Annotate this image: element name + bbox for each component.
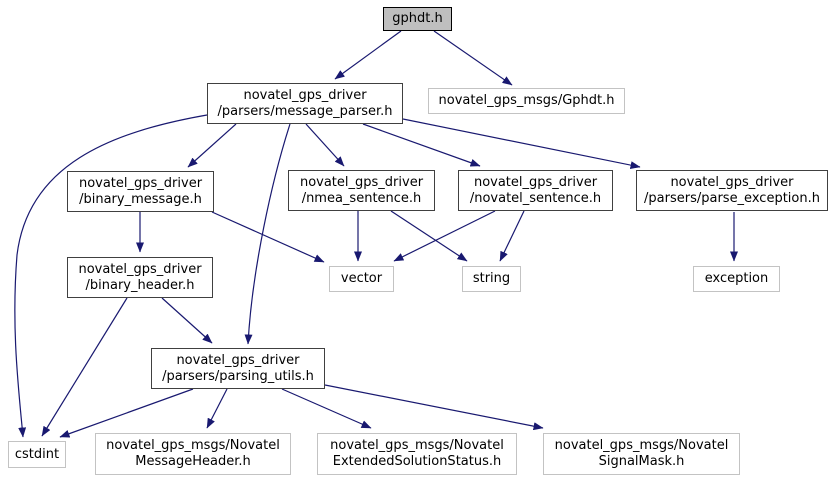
edge-message-parser-to-parsing-utils [244, 123, 291, 345]
node-message-parser[interactable]: novatel_gps_driver /parsers/message_pars… [207, 83, 403, 124]
node-novatel-message-header: novatel_gps_msgs/Novatel MessageHeader.h [95, 433, 291, 475]
node-novatel-extended-solution-status: novatel_gps_msgs/Novatel ExtendedSolutio… [317, 433, 517, 475]
edge-parsing-utils-to-novatel-extended-solution-status [281, 388, 372, 429]
node-cstdint: cstdint [8, 441, 66, 468]
edge-binary-header-to-parsing-utils [161, 297, 213, 344]
edge-message-parser-to-novatel-sentence [362, 123, 481, 167]
edge-binary-message-to-vector [211, 211, 325, 263]
edge-gphdt-to-message-parser [334, 30, 402, 80]
node-nmea-sentence[interactable]: novatel_gps_driver /nmea_sentence.h [288, 170, 435, 211]
node-parsing-utils[interactable]: novatel_gps_driver /parsers/parsing_util… [151, 348, 325, 389]
node-exception: exception [693, 266, 780, 292]
node-gphdt: gphdt.h [383, 7, 452, 31]
edge-message-parser-to-binary-message [187, 123, 237, 168]
edge-message-parser-to-nmea-sentence [305, 123, 345, 167]
edge-parsing-utils-to-cstdint [59, 388, 194, 438]
node-novatel-sentence[interactable]: novatel_gps_driver /novatel_sentence.h [458, 170, 613, 211]
edge-parsing-utils-to-novatel-message-header [206, 388, 228, 429]
edge-gphdt-to-gphdt-msgs [433, 30, 513, 86]
node-binary-message[interactable]: novatel_gps_driver /binary_message.h [67, 171, 214, 212]
edge-novatel-sentence-to-vector [393, 210, 496, 262]
edge-parsing-utils-to-novatel-signal-mask [324, 384, 544, 431]
node-vector: vector [329, 266, 394, 292]
edge-message-parser-to-parse-exception [402, 118, 641, 170]
node-novatel-signal-mask: novatel_gps_msgs/Novatel SignalMask.h [543, 433, 740, 475]
edge-binary-header-to-cstdint [41, 297, 128, 437]
node-string: string [462, 266, 521, 292]
edge-nmea-sentence-to-string [390, 210, 468, 262]
node-gphdt-msgs: novatel_gps_msgs/Gphdt.h [428, 88, 625, 114]
edge-novatel-sentence-to-string [499, 210, 525, 262]
node-binary-header[interactable]: novatel_gps_driver /binary_header.h [67, 257, 213, 298]
node-parse-exception[interactable]: novatel_gps_driver /parsers/parse_except… [636, 170, 828, 211]
edge-message-parser-to-cstdint [14, 114, 208, 438]
